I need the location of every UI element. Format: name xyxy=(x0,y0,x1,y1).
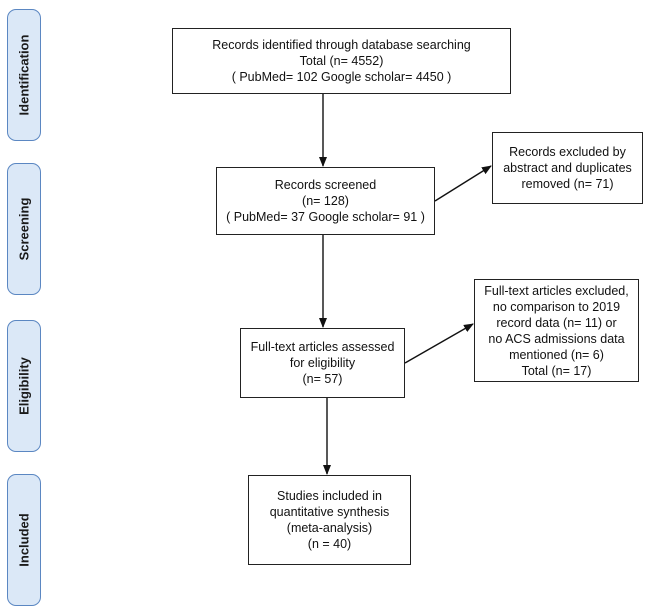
fulltext-assessed-line1: Full-text articles assessed xyxy=(250,340,395,354)
records-screened-count: (n= 128) xyxy=(302,194,349,208)
fulltext-assessed-line2: for eligibility xyxy=(289,356,356,370)
phase-included-label: Included xyxy=(16,513,32,567)
phase-identification: Identification xyxy=(7,9,41,141)
fulltext-assessed-box: Full-text articles assessed for eligibil… xyxy=(240,328,405,398)
fulltext-assessed-count: (n= 57) xyxy=(302,372,343,386)
records-identified-sources: ( PubMed= 102 Google scholar= 4450 ) xyxy=(231,70,452,84)
records-identified-total: Total (n= 4552) xyxy=(299,54,384,68)
fulltext-excluded-line5: mentioned (n= 6) xyxy=(509,347,604,362)
records-screened-sources: ( PubMed= 37 Google scholar= 91 ) xyxy=(226,210,425,224)
fulltext-excluded-total: Total (n= 17) xyxy=(521,363,592,378)
studies-included-count: (n = 40) xyxy=(307,537,352,551)
records-excluded-line3: removed (n= 71) xyxy=(521,177,614,191)
fulltext-excluded-box: Full-text articles excluded, no comparis… xyxy=(474,279,639,382)
phase-eligibility-label: Eligibility xyxy=(16,357,32,415)
fulltext-excluded-line4: no ACS admissions data xyxy=(488,331,625,346)
records-screened-title: Records screened xyxy=(274,178,377,192)
records-identified-title: Records identified through database sear… xyxy=(212,38,471,52)
studies-included-line2: quantitative synthesis xyxy=(269,505,390,519)
phase-screening: Screening xyxy=(7,163,41,295)
studies-included-box: Studies included in quantitative synthes… xyxy=(248,475,411,565)
phase-screening-label: Screening xyxy=(16,197,32,261)
fulltext-excluded-line3: record data (n= 11) or xyxy=(496,315,617,330)
arrow-assessed-to-excluded xyxy=(404,323,474,364)
fulltext-excluded-line1: Full-text articles excluded, xyxy=(484,283,629,298)
records-excluded-line2: abstract and duplicates xyxy=(503,161,632,175)
studies-included-line3: (meta-analysis) xyxy=(286,521,373,535)
records-screened-box: Records screened (n= 128) ( PubMed= 37 G… xyxy=(216,167,435,235)
phase-eligibility: Eligibility xyxy=(7,320,41,452)
studies-included-line1: Studies included in xyxy=(277,489,382,503)
arrow-screened-to-excluded xyxy=(434,165,492,202)
phase-identification-label: Identification xyxy=(16,34,32,116)
fulltext-excluded-line2: no comparison to 2019 xyxy=(492,299,621,314)
records-excluded-line1: Records excluded by xyxy=(509,145,626,159)
records-identified-box: Records identified through database sear… xyxy=(172,28,511,94)
phase-included: Included xyxy=(7,474,41,606)
records-excluded-box: Records excluded by abstract and duplica… xyxy=(492,132,643,204)
